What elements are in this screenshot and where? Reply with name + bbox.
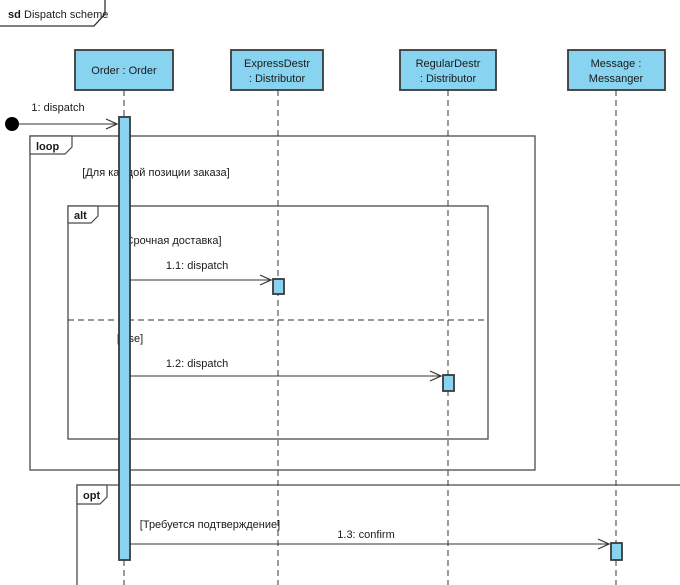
frame-label-border: [0, 0, 106, 27]
lifeline-head-expressdestr-line1: ExpressDestr: [244, 58, 310, 70]
message-1-3: 1.3: confirm: [130, 529, 623, 561]
alt-operator-badge: [67, 205, 99, 224]
opt-operator-label: opt: [83, 490, 100, 502]
lifeline-head-expressdestr-line2: : Distributor: [249, 73, 306, 85]
message-1-label: 1: dispatch: [31, 102, 84, 114]
message-1-1: 1.1: dispatch: [130, 260, 285, 295]
lifeline-head-message: Message : Messanger: [567, 49, 666, 91]
loop-guard-label: [Для каждой позиции заказа]: [82, 167, 229, 179]
activation-expressdestr: [272, 278, 285, 295]
opt-operator-badge: [76, 484, 108, 505]
message-1: 1: dispatch: [5, 102, 119, 131]
loop-operator-badge: [29, 135, 73, 155]
activation-order: [118, 116, 131, 561]
activation-message: [610, 542, 623, 561]
opt-guard-label: [Требуется подтверждение]: [140, 519, 280, 531]
fragment-loop-border: [29, 135, 536, 471]
fragment-opt: opt [Требуется подтверждение]: [76, 484, 680, 585]
frame-title: Dispatch scheme: [24, 9, 108, 21]
alt-guard-label: [Срочная доставка]: [122, 235, 221, 247]
lifeline-head-order-label: Order : Order: [91, 65, 157, 77]
fragment-alt-border: [67, 205, 489, 440]
fragment-loop: loop [Для каждой позиции заказа]: [29, 135, 536, 471]
lifeline-head-regulardestr-line1: RegularDestr: [416, 58, 481, 70]
lifeline-head-regulardestr: RegularDestr : Distributor: [399, 49, 497, 91]
frame-label: sd Dispatch scheme: [0, 0, 108, 27]
message-1-1-label: 1.1: dispatch: [166, 260, 228, 272]
lifeline-head-message-box: [567, 49, 666, 91]
lifeline-head-regulardestr-line2: : Distributor: [420, 73, 477, 85]
message-1-2-label: 1.2: dispatch: [166, 358, 228, 370]
loop-operator-label: loop: [36, 141, 59, 153]
message-1-2: 1.2: dispatch: [130, 358, 455, 392]
lifeline-head-expressdestr-box: [230, 49, 324, 91]
alt-operator-label: alt: [74, 210, 87, 222]
lifeline-head-message-line1: Message :: [591, 58, 642, 70]
fragment-alt: alt [Срочная доставка] [else]: [67, 205, 489, 440]
lifeline-head-message-line2: Messanger: [589, 73, 644, 85]
lifeline-head-expressdestr: ExpressDestr : Distributor: [230, 49, 324, 91]
lifeline-head-order: Order : Order: [74, 49, 174, 91]
activation-regulardestr: [442, 374, 455, 392]
found-message-endpoint: [5, 117, 19, 131]
message-1-3-label: 1.3: confirm: [337, 529, 394, 541]
lifeline-head-order-box: [74, 49, 174, 91]
frame-keyword: sd: [8, 9, 21, 21]
lifeline-head-regulardestr-box: [399, 49, 497, 91]
